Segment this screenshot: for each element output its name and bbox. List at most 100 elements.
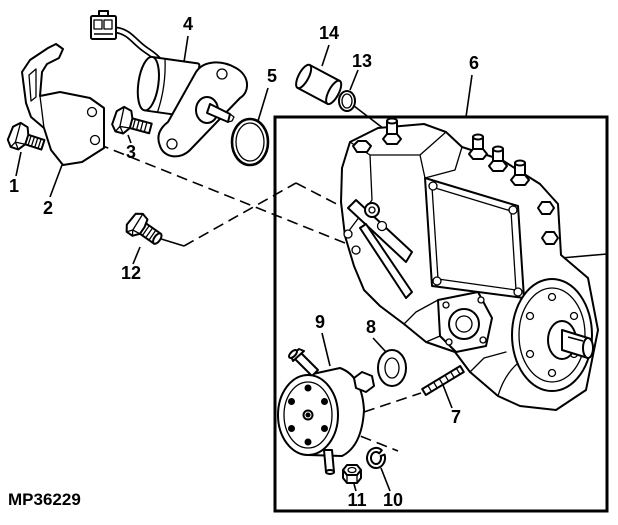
leader-3: [127, 134, 132, 144]
mounting-face-bolt-d: [445, 338, 453, 346]
drive-shaft-keyway: [567, 336, 584, 342]
flange-bolt-hole-5: [288, 425, 295, 432]
pump-top-stud-hex: [382, 133, 402, 145]
fitting-12-to-pump-line-a: [183, 182, 297, 247]
lower-hose-nipple-end: [325, 469, 335, 475]
callout-7: 7: [451, 407, 461, 427]
callout-2: 2: [43, 198, 53, 218]
ring-inner: [341, 93, 353, 109]
lever-pivot-pin: [368, 206, 376, 214]
bolt-3-threads: [132, 118, 148, 133]
cover-bolt-bottom-left: [432, 276, 442, 286]
upper-hose-nipple-end: [288, 349, 298, 359]
leader-1: [15, 151, 22, 177]
delivery-fitting-1-end: [472, 133, 484, 141]
flange-bolt-hole-4: [304, 438, 312, 446]
delivery-fitting-2: [488, 145, 508, 172]
bolt-3-hex-edges: [114, 106, 131, 135]
leader-9: [321, 332, 331, 367]
flange-hex-nut: [353, 371, 375, 393]
leader-14: [321, 44, 330, 67]
bolt-part-3: [111, 105, 153, 135]
o-ring-part-5: [230, 117, 270, 167]
fitting-threads: [141, 225, 157, 241]
bolt-3-hex-head: [111, 105, 134, 135]
mounting-bracket-part-2: [21, 43, 105, 166]
callout-6: 6: [469, 53, 479, 73]
nut-edges: [346, 474, 358, 484]
fuel-flange-part-9: [277, 348, 375, 475]
bracket-slot: [28, 68, 37, 102]
pump-lower-edges: [403, 299, 523, 397]
leader-8: [372, 337, 387, 353]
leader-2: [49, 164, 63, 198]
delivery-fitting-3-end: [514, 159, 526, 167]
flange-hole-upper: [216, 68, 228, 80]
bracket-hole-upper: [86, 106, 98, 118]
leader-5: [257, 87, 269, 122]
pump-top-stud-end: [386, 117, 398, 125]
side-fitting-upper-hex: [537, 201, 555, 215]
callout-10: 10: [383, 490, 403, 510]
mounting-face-bolt-b: [477, 296, 485, 304]
pump-assembly-frame: [273, 115, 609, 513]
callout-11: 11: [347, 490, 366, 510]
mounting-face-bolt-c: [479, 336, 487, 344]
callout-3: 3: [126, 142, 136, 162]
drive-shaft-end: [582, 337, 594, 359]
side-bolt-a: [351, 245, 361, 255]
leader-10: [380, 467, 391, 492]
side-bolt-b: [343, 229, 353, 239]
fitting-12-line: [157, 237, 185, 247]
bracket-to-pump-line: [97, 143, 346, 244]
solenoid-end-cap: [136, 55, 160, 112]
flange-to-stud-line: [363, 392, 422, 413]
sleeve-end-left: [295, 63, 313, 90]
callout-8: 8: [366, 317, 376, 337]
cover-bolt-top-left: [428, 181, 438, 191]
plunger-tip: [227, 113, 235, 123]
drive-flange-hole-1: [547, 292, 557, 302]
figure-id: MP36229: [8, 490, 81, 509]
delivery-fitting-3-hex: [510, 174, 530, 186]
flange-bolt-hole-6: [288, 398, 295, 405]
mounting-face-bore: [455, 315, 473, 333]
nut-bore: [347, 466, 357, 474]
bracket-hole-lower: [89, 134, 101, 146]
injection-pump-part-6: [340, 117, 599, 411]
o-ring-outer: [230, 117, 270, 167]
control-link-rod: [359, 223, 413, 299]
callout-4: 4: [183, 14, 193, 34]
mounting-face-bolt-a: [442, 301, 450, 309]
leader-13: [349, 69, 359, 91]
sleeve-end-right: [325, 79, 343, 106]
callout-12: 12: [121, 263, 141, 283]
pump-to-frame-edge-line: [560, 253, 608, 259]
connector-socket-right: [103, 19, 113, 30]
callout-13: 13: [352, 51, 372, 71]
sleeve-part-14: [295, 63, 343, 106]
lower-hose-nipple: [323, 449, 335, 473]
nut-part-11: [342, 464, 362, 484]
flange-bolt-hole-1: [304, 384, 312, 392]
connector-socket-left: [93, 19, 103, 30]
delivery-fitting-3: [510, 159, 530, 186]
callout-1: 1: [9, 176, 19, 196]
stud-body: [421, 365, 465, 396]
fitting-part-12: [125, 212, 163, 245]
delivery-fitting-2-hex: [488, 160, 508, 172]
solenoid-connector: [90, 10, 117, 40]
drive-flange-hole-6: [525, 311, 535, 321]
bolt-1-hex-head: [6, 121, 30, 151]
bolt-1-hex-edges: [10, 122, 26, 151]
governor-lever: [347, 199, 413, 263]
lock-washer-part-10: [366, 447, 386, 469]
callout-5: 5: [267, 66, 277, 86]
bracket-outline: [21, 43, 105, 166]
callout-14: 14: [319, 23, 339, 43]
leader-4: [183, 35, 189, 63]
stud-threads: [427, 367, 461, 393]
flange-hole-lower: [166, 138, 178, 150]
drive-flange-hole-5: [525, 349, 535, 359]
